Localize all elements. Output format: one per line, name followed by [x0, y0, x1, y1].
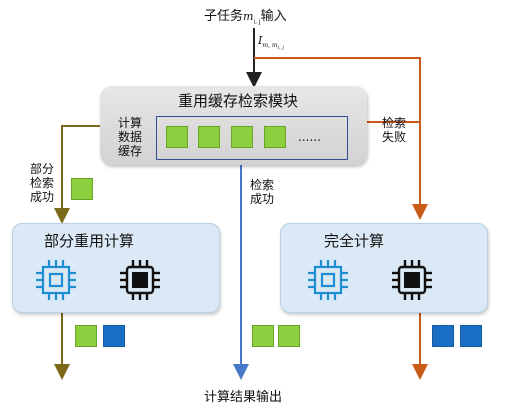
- input-label-prefix: 子任务: [204, 9, 244, 24]
- cache-data-box: [156, 116, 348, 160]
- partial-output-block-blue: [103, 325, 125, 347]
- search-fail-label: 检索 失败: [382, 116, 407, 144]
- full-output-block-2: [460, 325, 482, 347]
- black-chip-icon: [392, 260, 432, 300]
- input-label: 子任务mi, j输入: [204, 10, 287, 30]
- intermediate-symbol-sub: m, m: [262, 42, 278, 50]
- input-symbol-sub: i, j: [253, 18, 261, 26]
- partial-success-label: 部分 检索 成功: [30, 162, 55, 204]
- search-success-label: 检索 成功: [250, 178, 275, 206]
- blue-chip-icon: [36, 260, 76, 300]
- cache-module-title: 重用缓存检索模块: [178, 92, 299, 110]
- full-output-block-1: [432, 325, 454, 347]
- blue-chip-icon: [308, 260, 348, 300]
- partial-success-arrow: [54, 125, 100, 224]
- output-label: 计算结果输出: [204, 390, 283, 405]
- full-compute-title: 完全计算: [324, 232, 385, 250]
- search-fail-arrow: [254, 57, 428, 220]
- partial-success-block: [71, 178, 93, 200]
- cache-data-label: 计算 数据 缓存: [118, 116, 143, 158]
- cache-block-3: [231, 126, 253, 148]
- cache-block-1: [166, 126, 188, 148]
- partial-output-block-green: [75, 325, 97, 347]
- input-symbol: m: [243, 10, 254, 23]
- intermediate-symbol-base: I: [258, 34, 263, 47]
- intermediate-symbol: Im, mi, j: [258, 34, 284, 51]
- cache-retrieval-module: [100, 86, 367, 165]
- intermediate-symbol-subsub: i, j: [277, 45, 284, 52]
- cache-ellipsis: ......: [298, 130, 321, 144]
- success-output-block-2: [278, 325, 300, 347]
- success-output-block-1: [252, 325, 274, 347]
- cache-block-4: [264, 126, 286, 148]
- black-chip-icon: [120, 260, 160, 300]
- partial-reuse-title: 部分重用计算: [44, 232, 135, 250]
- cache-block-2: [198, 126, 220, 148]
- input-label-suffix: 输入: [260, 9, 287, 24]
